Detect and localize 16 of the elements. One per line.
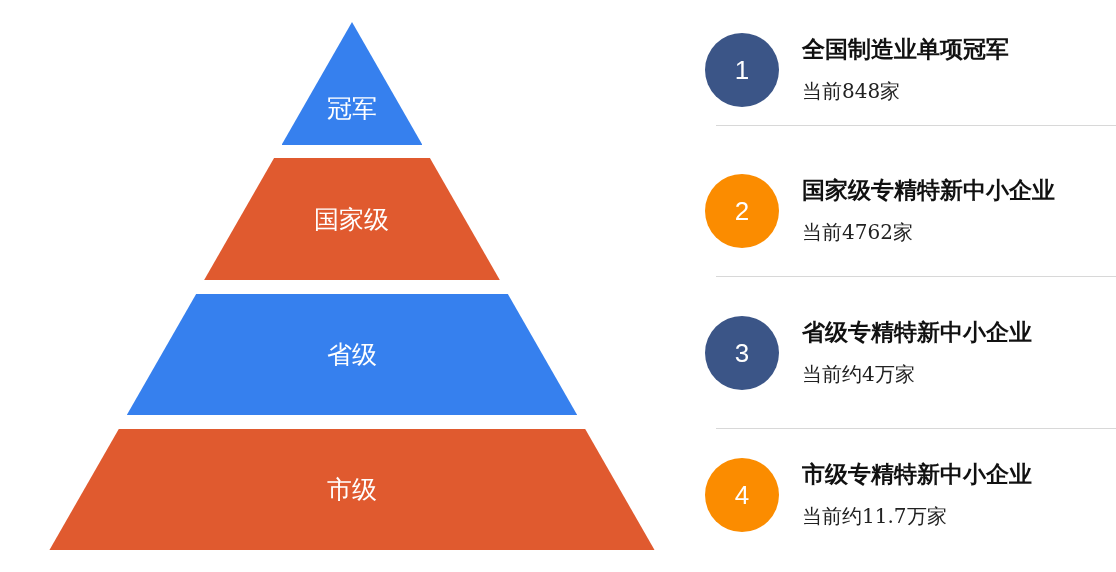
item-count: 当前4762家	[802, 219, 913, 246]
number-circle: 4	[705, 458, 779, 532]
item-heading: 全国制造业单项冠军	[802, 34, 1009, 64]
tier-label: 省级	[327, 339, 377, 371]
tier-label: 市级	[327, 474, 377, 506]
item-count: 当前约11.7万家	[802, 503, 947, 530]
number-circle: 2	[705, 174, 779, 248]
item-heading: 国家级专精特新中小企业	[802, 175, 1055, 205]
item-heading: 省级专精特新中小企业	[802, 317, 1032, 347]
item-count: 当前848家	[802, 78, 901, 105]
number-circle: 3	[705, 316, 779, 390]
item-heading: 市级专精特新中小企业	[802, 459, 1032, 489]
number-circle: 1	[705, 33, 779, 107]
item-count: 当前约4万家	[802, 361, 915, 388]
tier-label: 国家级	[314, 203, 390, 236]
tier-label: 冠军	[327, 93, 377, 125]
